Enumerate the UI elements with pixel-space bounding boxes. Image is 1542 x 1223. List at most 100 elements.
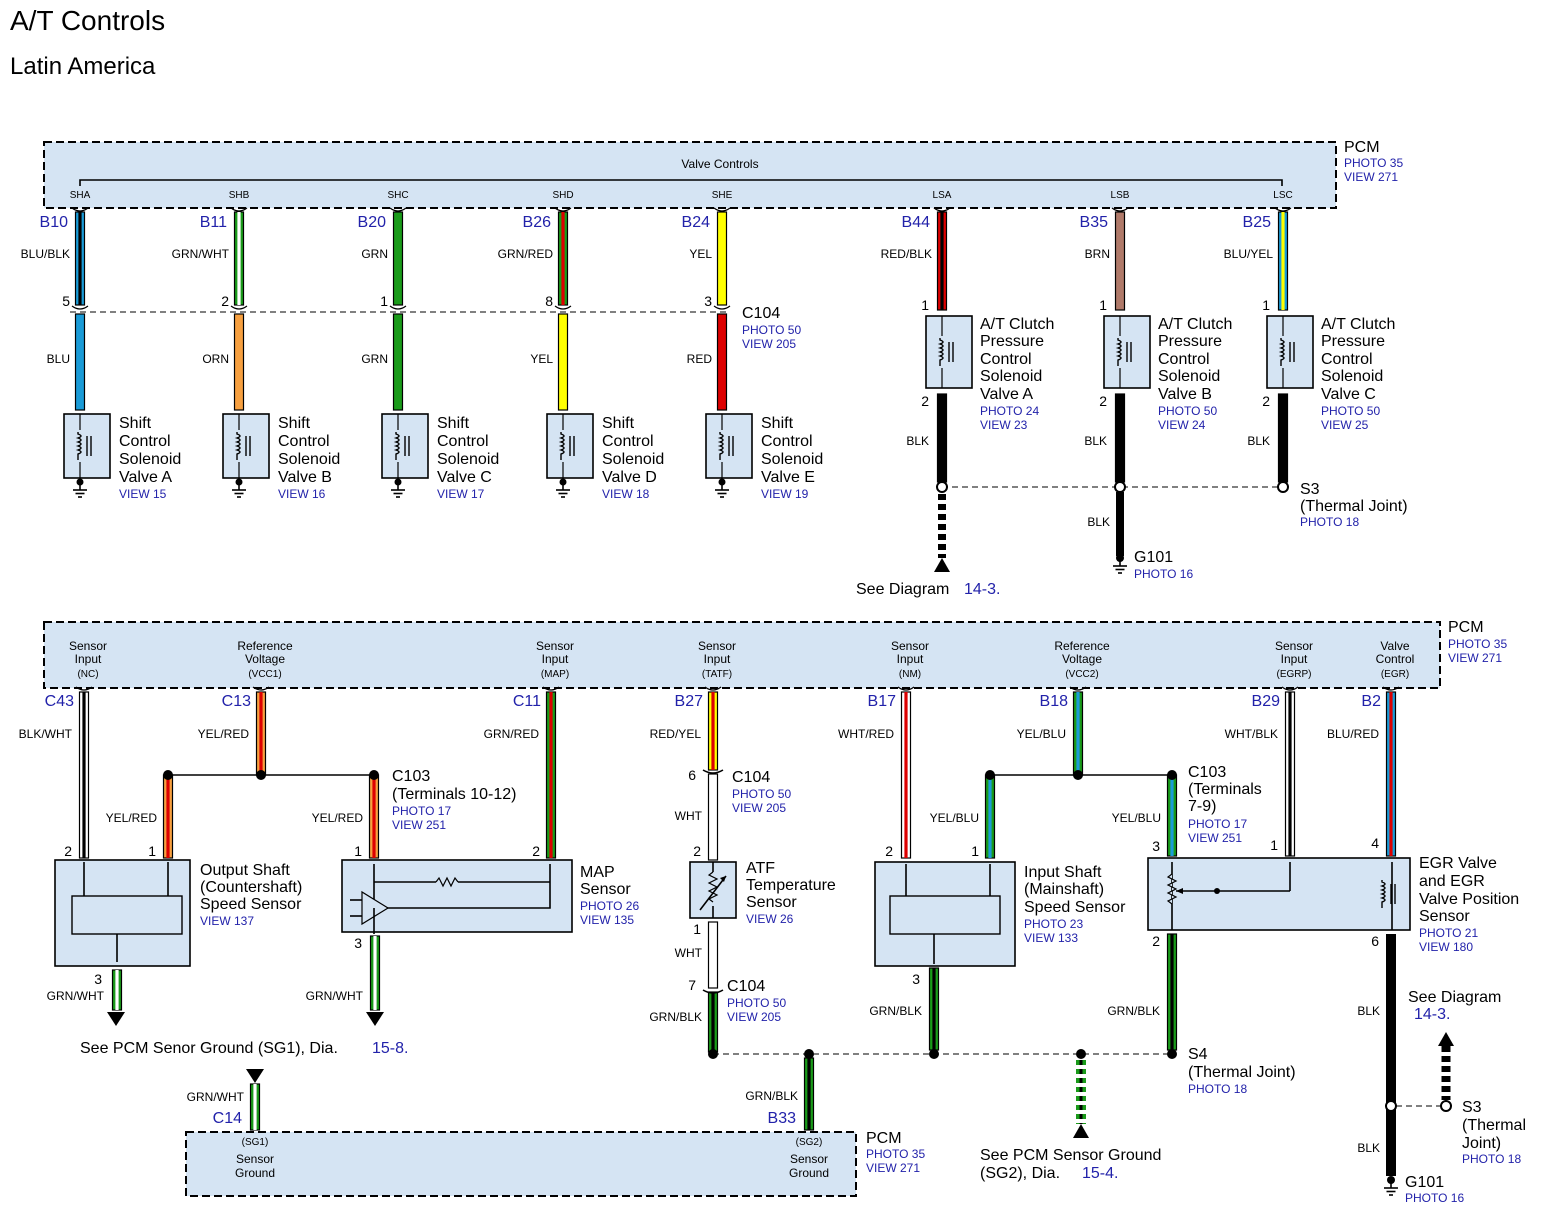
input-shaft-view: VIEW 133 bbox=[1024, 931, 1078, 945]
pcm-top-box bbox=[43, 141, 1337, 209]
map-line1: MAP bbox=[580, 864, 615, 881]
pcm-top-terminal-lsa: LSA bbox=[933, 190, 952, 201]
vcc2-node-right bbox=[1167, 770, 1177, 780]
shift-valve-line1: Shift bbox=[278, 415, 311, 432]
c104-lower-photo: PHOTO 50 bbox=[727, 996, 786, 1010]
pcm-bottom-label: PCM bbox=[1448, 619, 1484, 636]
wire-label-shd: GRN/RED bbox=[498, 247, 554, 261]
bottom-wires bbox=[78, 691, 1397, 1131]
pcm-top-terminal-sha: SHA bbox=[70, 190, 91, 201]
wire-top-upper-1 bbox=[233, 211, 245, 306]
pcm-bottom-wire-label-0: BLK/WHT bbox=[19, 727, 73, 741]
map-sensor-circuit bbox=[373, 864, 551, 909]
shift-valve-view: VIEW 19 bbox=[761, 487, 809, 501]
wire-top-upper-3 bbox=[557, 211, 569, 306]
pcm-top-pin-b44: B44 bbox=[902, 214, 931, 231]
pcm-bottom-pin-c11: C11 bbox=[513, 693, 541, 710]
clutch-valve-pin-out: 2 bbox=[1099, 393, 1107, 409]
atf-arrow-line bbox=[699, 875, 727, 911]
valve-controls-bracket bbox=[79, 179, 1283, 186]
ground-icon bbox=[231, 483, 247, 498]
pcm-bottom-terminals: SensorInput(NC)C43BLK/WHTReferenceVoltag… bbox=[19, 639, 1415, 741]
shift-valve-line4: Valve D bbox=[602, 469, 657, 486]
see-pcm-sg2-ref: 15-4. bbox=[1082, 1165, 1118, 1182]
output-shaft-pin-r: 1 bbox=[148, 843, 156, 859]
wire-tatf-wht-upper bbox=[707, 773, 719, 861]
sg1-terminal-l2: Sensor bbox=[236, 1152, 274, 1166]
clutch-valve-pin-out: 2 bbox=[1262, 393, 1270, 409]
terminal-label-line1: Sensor bbox=[1275, 639, 1313, 653]
c104-bottom-wire-label-3: YEL bbox=[530, 352, 553, 366]
splice-lsa bbox=[936, 481, 948, 493]
shift-valve-line3: Solenoid bbox=[278, 451, 340, 468]
clutch-valve-pin-in: 1 bbox=[921, 297, 929, 313]
pcm-bottom-terminal-tick bbox=[897, 686, 915, 691]
egr-position-resistor-icon bbox=[1166, 873, 1178, 905]
clutch-valve-view: VIEW 25 bbox=[1321, 418, 1369, 432]
s4-label: S4 bbox=[1188, 1046, 1208, 1063]
ground-icon bbox=[72, 483, 88, 498]
shift-valve-line2: Control bbox=[602, 433, 654, 450]
pcm-bottom-pin-c43: C43 bbox=[45, 693, 74, 710]
vcc2-wire-b-label: YEL/BLU bbox=[1112, 811, 1161, 825]
input-shaft-line1: Input Shaft bbox=[1024, 864, 1102, 881]
sg2-pin: B33 bbox=[768, 1110, 797, 1127]
s4-node-egr bbox=[1167, 1049, 1177, 1059]
pcm-ground-view: VIEW 271 bbox=[866, 1161, 920, 1175]
s3-top-label: S3 bbox=[1300, 481, 1320, 498]
wire-map bbox=[545, 691, 557, 859]
shift-valve-view: VIEW 18 bbox=[602, 487, 650, 501]
c104-top-pin-3: 8 bbox=[545, 293, 553, 309]
page-title: A/T Controls bbox=[10, 5, 165, 36]
input-shaft-line3: Speed Sensor bbox=[1024, 899, 1126, 916]
terminal-label-line3: (VCC1) bbox=[248, 669, 281, 680]
clutch-valve-line2: Pressure bbox=[1321, 333, 1385, 350]
s3-bottom-node bbox=[1385, 1100, 1397, 1112]
shift-valve-line4: Valve E bbox=[761, 469, 815, 486]
c104-lower-connector-icon bbox=[702, 989, 724, 994]
shift-valve-line2: Control bbox=[119, 433, 171, 450]
s4-node-atf bbox=[708, 1049, 718, 1059]
pcm-bottom-terminal-tick bbox=[704, 686, 722, 691]
terminal-label-line2: Input bbox=[704, 652, 731, 666]
pcm-bottom-pin-b29: B29 bbox=[1252, 693, 1281, 710]
pcm-bottom-terminal-tick bbox=[252, 686, 270, 691]
wire-clutch-out-0 bbox=[936, 393, 948, 483]
c104-top-tick bbox=[230, 305, 248, 310]
c103-right-label: C103 bbox=[1188, 764, 1226, 781]
terminal-label-line1: Sensor bbox=[698, 639, 736, 653]
egr-line1: EGR Valve bbox=[1419, 855, 1497, 872]
input-shaft-pin-r: 1 bbox=[971, 843, 979, 859]
s4-photo: PHOTO 18 bbox=[1188, 1082, 1247, 1096]
s4-node-sg2 bbox=[1076, 1049, 1086, 1059]
sg1-wire-label: GRN/WHT bbox=[187, 1090, 245, 1104]
output-shaft-wire-b-label: GRN/WHT bbox=[47, 989, 105, 1003]
atf-wire-t-label: WHT bbox=[675, 809, 703, 823]
splice-lsb bbox=[1114, 481, 1126, 493]
pcm-bottom-terminal-tick bbox=[1281, 686, 1299, 691]
pcm-ground-label: PCM bbox=[866, 1130, 902, 1147]
clutch-valve-line5: Valve A bbox=[980, 386, 1033, 403]
terminal-label-line2: Input bbox=[897, 652, 924, 666]
clutch-valve-line5: Valve C bbox=[1321, 386, 1376, 403]
terminal-label-line1: Reference bbox=[237, 639, 293, 653]
shift-valve-ground-dot bbox=[235, 478, 243, 486]
c103-right-view: VIEW 251 bbox=[1188, 831, 1242, 845]
pcm-top-photo: PHOTO 35 bbox=[1344, 156, 1403, 170]
terminal-label-line3: (VCC2) bbox=[1065, 669, 1098, 680]
s3-bottom-desc2: Joint) bbox=[1462, 1135, 1501, 1152]
pcm-bottom-terminal-tick bbox=[1069, 686, 1087, 691]
output-shaft-line1: Output Shaft bbox=[200, 862, 290, 879]
c104-top-label: C104 bbox=[742, 305, 780, 322]
shift-valve-line1: Shift bbox=[119, 415, 152, 432]
wire-egrp bbox=[1284, 691, 1296, 857]
clutch-valve-line5: Valve B bbox=[1158, 386, 1212, 403]
wire-tatf-wht-lower bbox=[707, 921, 719, 989]
c103-right-desc2: 7-9) bbox=[1188, 798, 1216, 815]
terminal-label-line1: Sensor bbox=[536, 639, 574, 653]
clutch-valve-line1: A/T Clutch bbox=[1158, 316, 1232, 333]
see-pcm-sg2-arrow bbox=[1073, 1124, 1089, 1138]
shift-valve-line4: Valve B bbox=[278, 469, 332, 486]
